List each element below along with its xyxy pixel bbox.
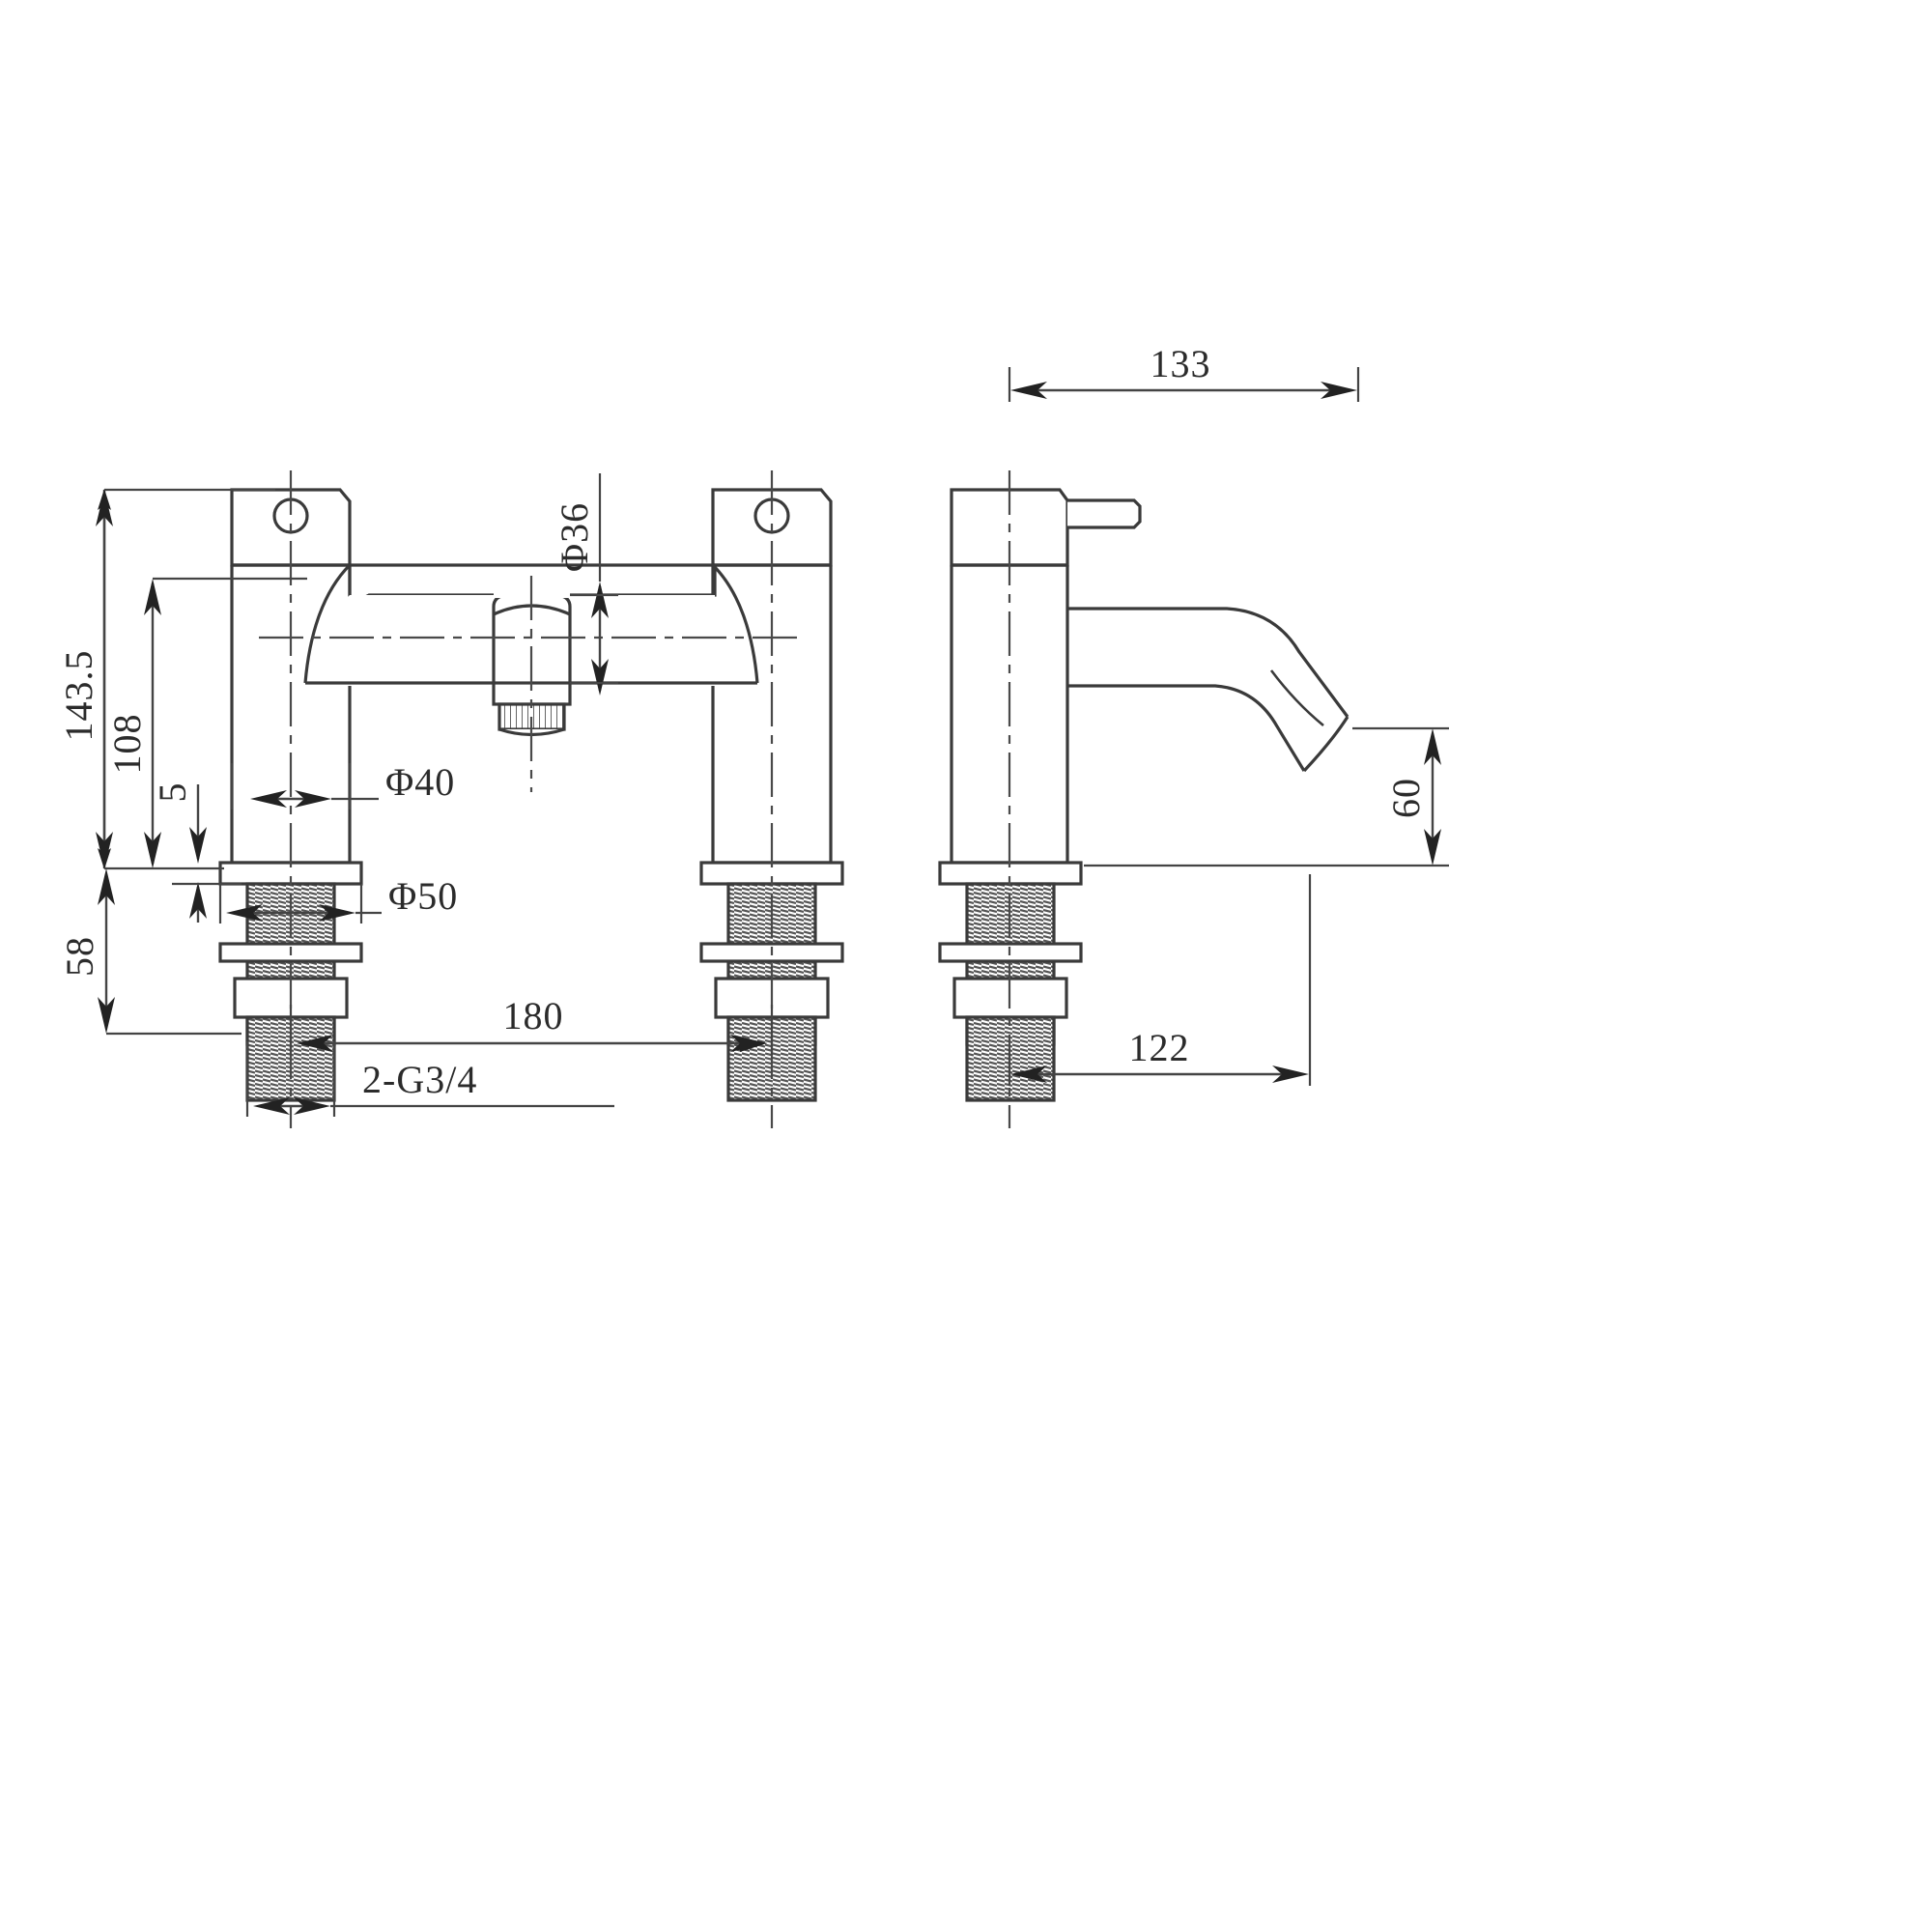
dim-label-centre-distance: 180 — [503, 994, 564, 1037]
dim-label-tail-length: 58 — [58, 936, 101, 977]
dimension-tail-length: 58 — [58, 868, 242, 1036]
dimension-body-dia: Φ40 — [230, 760, 455, 810]
dimension-centre-distance: 180 — [289, 994, 774, 1055]
dimension-thread-spec: 2-G3/4 — [245, 1041, 614, 1117]
dim-label-thread-spec: 2-G3/4 — [362, 1058, 477, 1101]
dimension-body-height: 108 — [105, 577, 307, 868]
dim-label-body-dia: Φ40 — [385, 760, 455, 804]
dimension-spout-projection: 122 — [1008, 874, 1312, 1086]
dim-label-body-height: 108 — [105, 714, 149, 775]
dimension-flange-thickness: 5 — [151, 782, 242, 923]
dim-label-flange-thickness: 5 — [151, 782, 194, 803]
dim-label-spout-reach: 133 — [1151, 342, 1211, 385]
dim-label-overall-height: 143.5 — [57, 650, 100, 742]
dimension-spout-reach: 133 — [1008, 342, 1360, 402]
dim-label-spout-projection: 122 — [1129, 1026, 1190, 1069]
dimension-spout-outlet-dia: Φ36 — [553, 473, 618, 696]
dim-label-spout-outlet-dia: Φ36 — [553, 502, 596, 572]
side-spout-arm — [1067, 607, 1350, 773]
dimension-overall-height: 143.5 — [57, 488, 275, 870]
dimension-flange-dia: Φ50 — [218, 874, 458, 923]
dimension-spout-outlet-height: 60 — [1084, 726, 1449, 867]
dim-label-spout-outlet-height: 60 — [1384, 778, 1428, 818]
dim-label-flange-dia: Φ50 — [388, 874, 458, 918]
